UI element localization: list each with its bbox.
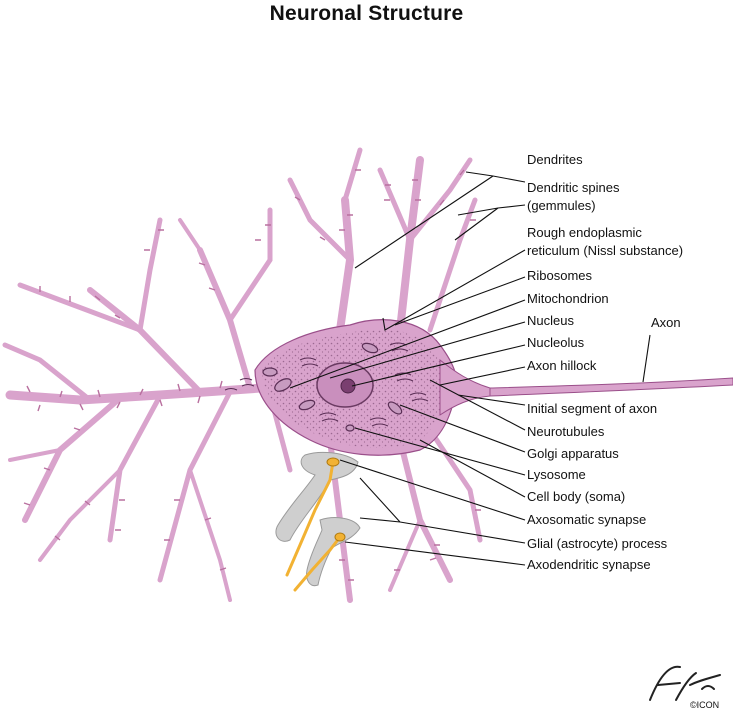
axon-terminals — [285, 460, 342, 592]
label-axosomatic: Axosomatic synapse — [527, 512, 647, 527]
leader-lines — [289, 171, 651, 566]
axon — [489, 377, 733, 397]
label-dendritic-spines-2: (gemmules) — [527, 198, 596, 213]
copyright-mark: ©ICON — [690, 700, 720, 710]
label-rough-er-1: Rough endoplasmic — [527, 225, 642, 240]
label-nucleolus: Nucleolus — [527, 335, 585, 350]
nissl-substance — [224, 342, 429, 427]
label-axon: Axon — [651, 315, 681, 330]
mitochondria — [262, 342, 403, 432]
nucleolus — [340, 378, 356, 394]
label-lysosome: Lysosome — [527, 467, 586, 482]
label-mitochondrion: Mitochondrion — [527, 291, 609, 306]
label-nucleus: Nucleus — [527, 313, 574, 328]
synaptic-boutons — [326, 457, 346, 542]
label-ribosomes: Ribosomes — [527, 268, 593, 283]
label-initial-segment: Initial segment of axon — [527, 401, 658, 416]
label-cell-body: Cell body (soma) — [527, 489, 626, 504]
dendritic-spines — [23, 169, 481, 581]
label-axon-hillock: Axon hillock — [527, 358, 597, 373]
label-neurotubules: Neurotubules — [527, 424, 605, 439]
label-rough-er-2: reticulum (Nissl substance) — [527, 243, 684, 258]
label-dendrites: Dendrites — [527, 152, 583, 167]
label-glial: Glial (astrocyte) process — [527, 536, 668, 551]
label-golgi: Golgi apparatus — [527, 446, 619, 461]
figure-title: Neuronal Structure — [269, 2, 464, 25]
artist-signature — [649, 665, 721, 701]
label-dendritic-spines-1: Dendritic spines — [527, 180, 620, 195]
glial-process — [275, 451, 361, 587]
axon-hillock — [439, 358, 491, 416]
label-axodendritic: Axodendritic synapse — [527, 557, 651, 572]
